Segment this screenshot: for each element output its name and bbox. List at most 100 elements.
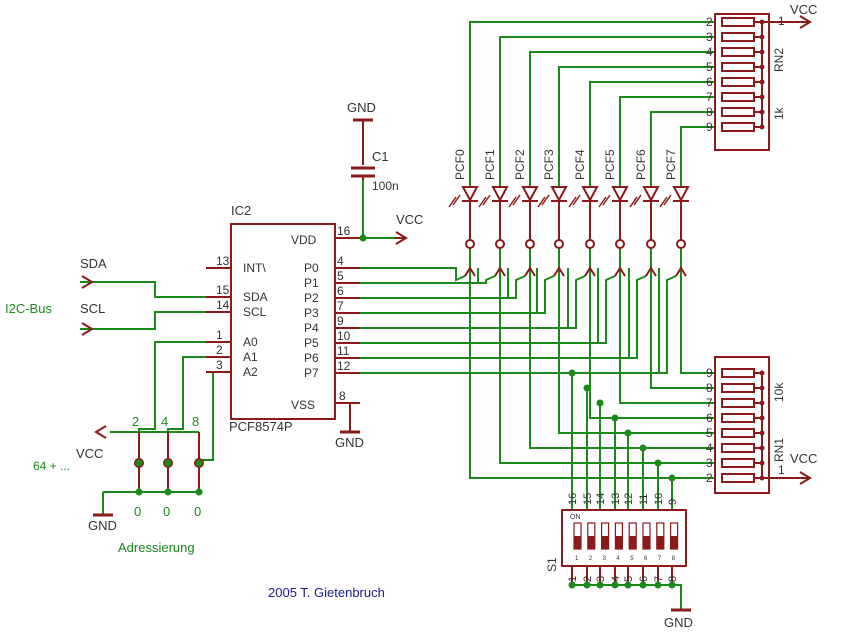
rn1-resistor bbox=[721, 398, 755, 408]
rn2-resistor bbox=[721, 92, 755, 102]
ic2-pin-number: 4 bbox=[337, 254, 344, 268]
addr-prefix: 64 + ... bbox=[33, 459, 70, 473]
s1-switch-number: 7 bbox=[658, 556, 662, 562]
led-connector bbox=[646, 239, 656, 249]
rn1-s1-junction bbox=[568, 369, 576, 377]
s1-switch-knob bbox=[629, 536, 637, 549]
led-connector-fork bbox=[524, 266, 536, 277]
led-ray bbox=[512, 194, 521, 206]
rn2-pin-number: 9 bbox=[706, 120, 713, 134]
led-label-pcf4: PCF4 bbox=[573, 149, 587, 180]
s1-switch-number: 6 bbox=[644, 556, 648, 562]
s1-name: S1 bbox=[545, 557, 559, 572]
rn1-pin-number: 5 bbox=[706, 426, 713, 440]
s1-gnd-label: GND bbox=[664, 615, 693, 630]
vss-wire bbox=[349, 402, 360, 432]
s1-gnd-junction bbox=[596, 581, 604, 589]
s1-top-pin-number: 15 bbox=[582, 493, 594, 505]
rn2-resistor bbox=[721, 17, 755, 27]
rn2-resistor bbox=[721, 77, 755, 87]
led-connector-fork bbox=[553, 266, 565, 277]
rn1-resistor bbox=[721, 428, 755, 438]
led-label-pcf2: PCF2 bbox=[513, 149, 527, 180]
led-ray bbox=[629, 196, 638, 208]
led-connector-fork bbox=[584, 266, 596, 277]
rn1-pin-number: 6 bbox=[706, 411, 713, 425]
ic2-pin-label: P3 bbox=[304, 306, 319, 320]
rn1-value: 10k bbox=[772, 382, 786, 402]
s1-switch-knob bbox=[656, 536, 664, 549]
led-ray bbox=[478, 196, 487, 208]
led-ray bbox=[633, 194, 642, 206]
rn2-resistor bbox=[721, 47, 755, 57]
addr-gnd-junction bbox=[195, 488, 203, 496]
s1-switch-number: 3 bbox=[603, 556, 607, 562]
led-pcf2 bbox=[521, 186, 539, 203]
led-connector bbox=[495, 239, 505, 249]
led-pcf3 bbox=[550, 186, 568, 203]
ic2-pin-label: P7 bbox=[304, 366, 319, 380]
ic2-pin-label: P2 bbox=[304, 291, 319, 305]
led-pcf0 bbox=[461, 186, 479, 203]
rn2-vcc-label: VCC bbox=[790, 2, 817, 17]
s1-gnd-bus bbox=[572, 584, 682, 610]
ic2-pin-label: A2 bbox=[243, 365, 258, 379]
rn2-to-led-wire bbox=[469, 21, 715, 187]
led-ray bbox=[572, 194, 581, 206]
led-ray bbox=[508, 196, 517, 208]
ic2-pin-number: 5 bbox=[337, 269, 344, 283]
led-pcf4 bbox=[581, 186, 599, 203]
rn1-s1-junction bbox=[596, 399, 604, 407]
port-wire-p3 bbox=[360, 275, 555, 314]
rn1-s1-junction bbox=[639, 444, 647, 452]
c1-gnd-label: GND bbox=[347, 100, 376, 115]
ic-vcc-label: VCC bbox=[396, 212, 423, 227]
addr-vcc-label: VCC bbox=[76, 446, 103, 461]
s1-bottom-pin-number: 6 bbox=[638, 576, 650, 582]
ic2-vdd-pin: 16 bbox=[337, 224, 351, 238]
led-ray bbox=[448, 196, 457, 208]
ic2-part: PCF8574P bbox=[229, 419, 293, 434]
s1-switch-number: 4 bbox=[616, 556, 620, 562]
rn2-to-led-wire bbox=[499, 36, 715, 187]
led-connector-fork bbox=[464, 266, 476, 277]
s1-switch-knob bbox=[587, 536, 595, 549]
s1-bottom-pin-number: 2 bbox=[582, 576, 594, 582]
i2c-bus-label: I2C-Bus bbox=[5, 301, 52, 316]
scl-wire bbox=[80, 311, 206, 330]
ic2-vss-pin: 8 bbox=[339, 389, 346, 403]
ic2-pin-number: 7 bbox=[337, 299, 344, 313]
rn2-pin-number: 4 bbox=[706, 45, 713, 59]
a1-wire bbox=[167, 356, 206, 451]
port-wire-p4 bbox=[360, 275, 586, 329]
addr-junction bbox=[135, 459, 143, 467]
ic2-pin-label: P1 bbox=[304, 276, 319, 290]
addr-vcc-arrow bbox=[94, 425, 107, 439]
s1-switch-knob bbox=[615, 536, 623, 549]
led-ray bbox=[541, 194, 550, 206]
ic2-pin-label: P6 bbox=[304, 351, 319, 365]
ic2-pin-label: A0 bbox=[243, 335, 258, 349]
sda-wire bbox=[80, 281, 206, 298]
s1-switch-knob bbox=[601, 536, 609, 549]
labels: IC2 PCF8574P VDD VSS 16 8 SDA SCL I2C-Bu… bbox=[5, 2, 817, 630]
rn2-pin-number: 3 bbox=[706, 30, 713, 44]
led-pcf7 bbox=[672, 186, 690, 203]
led-pcf5 bbox=[611, 186, 629, 203]
s1-bottom-pin-number: 5 bbox=[623, 576, 635, 582]
led-to-rn1-wire bbox=[680, 248, 715, 374]
rn1-s1-junction bbox=[654, 459, 662, 467]
s1-top-pin-number: 12 bbox=[623, 493, 635, 505]
s1-switch-number: 8 bbox=[672, 556, 676, 562]
led-label-pcf1: PCF1 bbox=[483, 149, 497, 180]
rn1-vcc-arrow bbox=[799, 471, 812, 485]
s1-switch-knob bbox=[670, 536, 678, 549]
led-ray bbox=[602, 194, 611, 206]
rn2-resistor bbox=[721, 32, 755, 42]
rn2-value: 1k bbox=[772, 106, 786, 120]
addr-zero: 0 bbox=[134, 504, 141, 519]
led-to-rn1-wire bbox=[619, 248, 715, 404]
s1-switch-number: 5 bbox=[630, 556, 634, 562]
led-connector bbox=[554, 239, 564, 249]
